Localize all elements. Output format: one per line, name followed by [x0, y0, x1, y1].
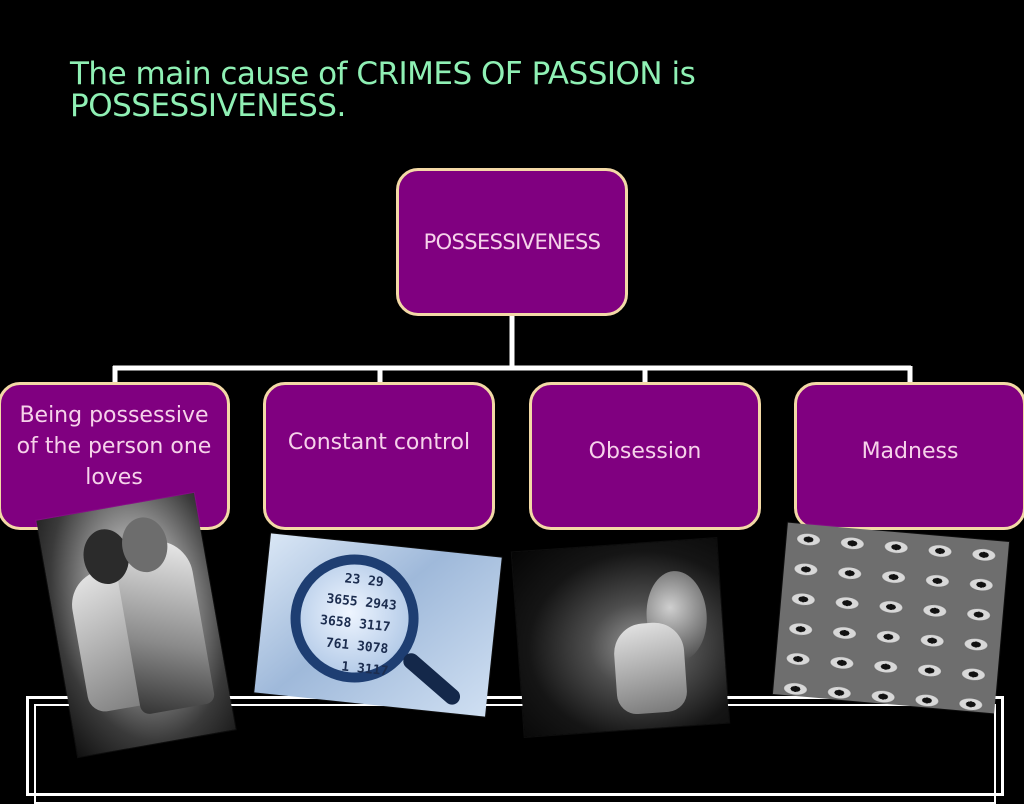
magnifying-handle [399, 649, 464, 708]
madness-eyes-photo [772, 522, 1010, 714]
node-being-possessive-label: Being possessive of the person one loves [16, 402, 212, 490]
hierarchy-connectors [112, 316, 913, 382]
node-possessiveness-label: POSSESSIVENESS [423, 230, 601, 254]
slide-title: The main cause of CRIMES OF PASSION is P… [70, 56, 696, 124]
node-obsession-label: Obsession [588, 438, 702, 464]
node-madness: Madness [794, 382, 1024, 530]
magnifying-glass-photo: 23 29 3655 2943 3658 3117 761 3078 1 311… [254, 533, 502, 717]
node-obsession: Obsession [529, 382, 761, 530]
photo-hand [612, 620, 689, 716]
node-madness-label: Madness [861, 438, 959, 464]
obsession-face-photo [511, 538, 730, 737]
node-constant-control-label: Constant control [287, 429, 471, 455]
node-constant-control: Constant control [263, 382, 495, 530]
node-possessiveness: POSSESSIVENESS [396, 168, 628, 316]
slide: The main cause of CRIMES OF PASSION is P… [0, 56, 1024, 804]
